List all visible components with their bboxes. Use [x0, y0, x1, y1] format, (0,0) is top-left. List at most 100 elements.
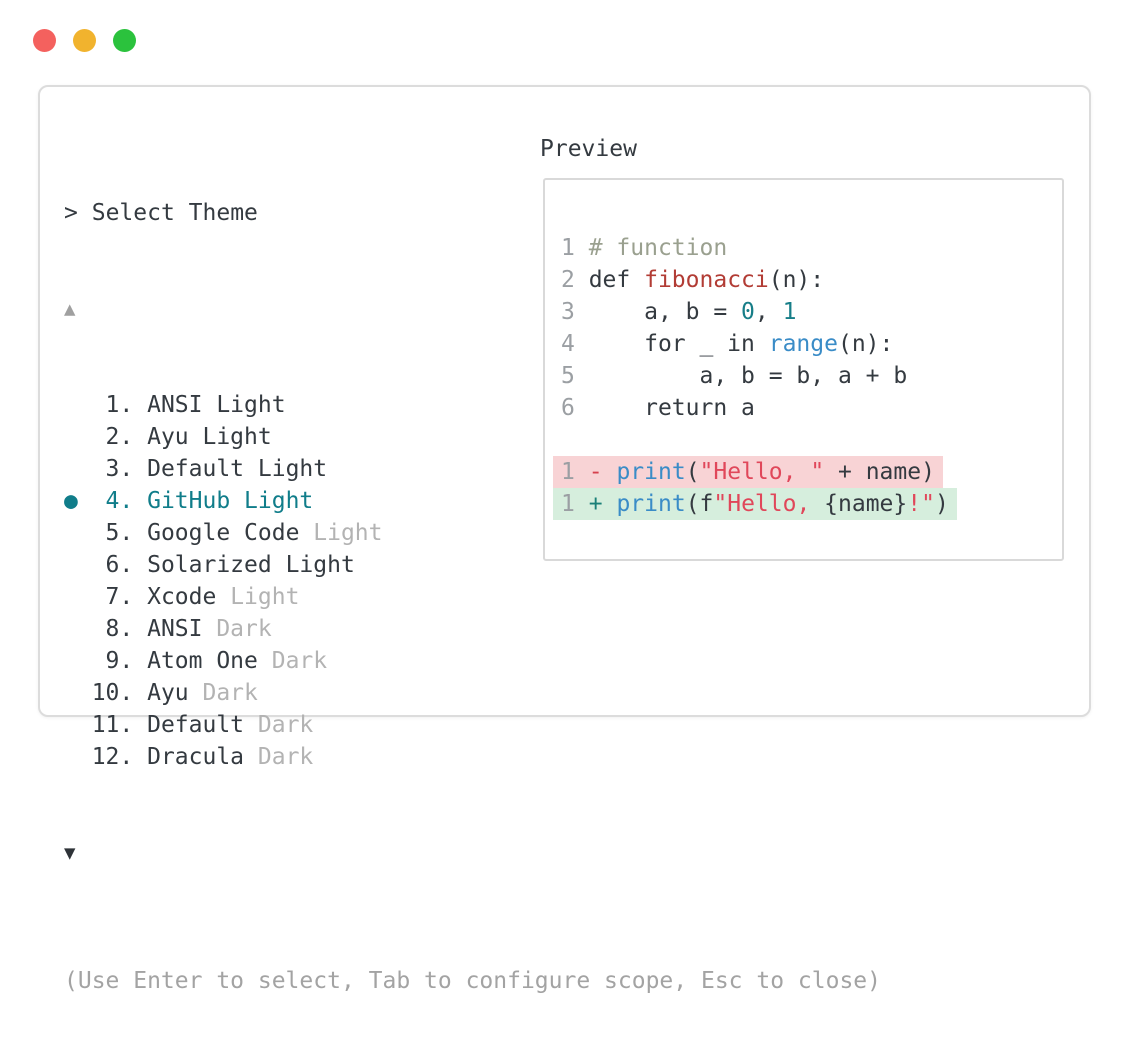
bullet-spacer [64, 680, 92, 706]
theme-list-item[interactable]: 12. Dracula Dark [64, 741, 881, 773]
theme-item-name: Default [147, 712, 245, 738]
bullet-spacer [64, 712, 92, 738]
bullet-spacer [64, 520, 92, 546]
token-func: fibonacci [644, 267, 769, 293]
preview-title: Preview [540, 136, 637, 162]
theme-item-variant: Light [202, 392, 286, 418]
token-plain: return a [574, 395, 755, 421]
theme-list-item[interactable]: 7. Xcode Light [64, 581, 881, 613]
token-plain [603, 491, 617, 517]
token-builtin: print [616, 491, 686, 517]
token-plain [603, 459, 617, 485]
token-lineno: 5 [561, 363, 575, 389]
theme-item-number: 3. [91, 456, 148, 482]
theme-list-item[interactable]: 6. Solarized Light [64, 549, 881, 581]
theme-item-name: Google Code [147, 520, 300, 546]
token-lineno: 4 [561, 331, 575, 357]
theme-item-name: Xcode [147, 584, 217, 610]
scroll-up-icon[interactable]: ▲ [64, 298, 76, 320]
token-lineno: 6 [561, 395, 575, 421]
token-plain [575, 235, 589, 261]
code-line: 5 a, b = b, a + b [561, 360, 1062, 392]
theme-list-item[interactable]: 2. Ayu Light [64, 421, 881, 453]
scroll-down-icon[interactable]: ▼ [64, 842, 76, 864]
theme-item-variant: Light [216, 584, 300, 610]
token-plain [575, 459, 589, 485]
theme-item-number: 10. [91, 680, 148, 706]
window-controls [33, 29, 153, 52]
code-line: 4 for _ in range(n): [561, 328, 1062, 360]
token-lineno: 1 [561, 459, 575, 485]
zoom-button[interactable] [113, 29, 136, 52]
token-plain: {name} [824, 491, 908, 517]
prompt-caret: > [64, 200, 78, 226]
token-string: "Hello, " [699, 459, 825, 485]
token-lineno: 1 [561, 491, 575, 517]
theme-item-variant: Light [230, 488, 314, 514]
diff-highlight: 1 + print(f"Hello, {name}!") [553, 488, 957, 520]
bullet-spacer [64, 552, 92, 578]
code-line: 3 a, b = 0, 1 [561, 296, 1062, 328]
theme-item-number: 7. [91, 584, 148, 610]
theme-list-item[interactable]: 9. Atom One Dark [64, 645, 881, 677]
theme-list-item[interactable]: 11. Default Dark [64, 709, 881, 741]
code-line: 2 def fibonacci(n): [561, 264, 1062, 296]
theme-item-name: Dracula [147, 744, 245, 770]
close-button[interactable] [33, 29, 56, 52]
token-number: 0 [741, 299, 755, 325]
token-comment: # function [588, 235, 728, 261]
token-plain: for _ in [574, 331, 769, 357]
bullet-spacer [64, 648, 92, 674]
bullet-spacer [64, 456, 92, 482]
diff-highlight: 1 - print("Hello, " + name) [553, 456, 943, 488]
prompt-row: > Select Theme [64, 197, 881, 229]
minimize-button[interactable] [73, 29, 96, 52]
diff-line-removed: 1 - print("Hello, " + name) [553, 456, 1062, 488]
theme-item-number: 1. [91, 392, 148, 418]
theme-item-variant: Dark [202, 616, 272, 642]
token-plain: a, b = b, a + b [574, 363, 908, 389]
theme-item-number: 2. [91, 424, 148, 450]
token-builtin: range [768, 331, 838, 357]
code-preview: 1 # function 2 def fibonacci(n):3 a, b = … [543, 178, 1064, 561]
token-plain: a, b = [574, 299, 742, 325]
theme-item-number: 5. [91, 520, 148, 546]
theme-item-name: Default [147, 456, 245, 482]
theme-item-name: Atom One [147, 648, 258, 674]
theme-item-name: Ayu [147, 680, 189, 706]
token-plain: def [574, 267, 645, 293]
token-plain: (f [685, 491, 714, 517]
token-lineno: 1 [561, 235, 575, 261]
theme-item-name: ANSI [147, 616, 203, 642]
theme-list-item[interactable]: 1. ANSI Light [64, 389, 881, 421]
theme-item-name: GitHub [147, 488, 231, 514]
theme-item-variant: Light [271, 552, 355, 578]
theme-list-item[interactable]: 5. Google Code Light [64, 517, 881, 549]
page-title: Select Theme [91, 200, 258, 226]
theme-item-name: Solarized [147, 552, 272, 578]
bullet-spacer [64, 584, 92, 610]
theme-item-number: 11. [91, 712, 148, 738]
theme-item-variant: Dark [188, 680, 258, 706]
theme-item-variant: Dark [244, 744, 314, 770]
token-string: "Hello, [713, 491, 825, 517]
theme-picker-panel: > Select Theme ▲ 1. ANSI Light 2. Ayu Li… [38, 85, 1091, 994]
code-line [561, 424, 1062, 456]
code-line: 6 return a [561, 392, 1062, 424]
theme-list-item[interactable]: 10. Ayu Dark [64, 677, 881, 709]
keyboard-hints: (Use Enter to select, Tab to configure s… [64, 968, 881, 994]
theme-list-item[interactable]: 3. Default Light [64, 453, 881, 485]
token-builtin: print [616, 459, 686, 485]
theme-item-variant: Dark [244, 712, 314, 738]
theme-item-variant: Light [299, 520, 383, 546]
theme-item-variant: Light [244, 456, 328, 482]
theme-item-name: ANSI [147, 392, 203, 418]
token-plain: (n): [837, 331, 894, 357]
theme-list-item[interactable]: 8. ANSI Dark [64, 613, 881, 645]
token-number: 1 [782, 299, 797, 325]
token-plain: ( [685, 459, 700, 485]
theme-list-item[interactable]: ● 4. GitHub Light [64, 485, 881, 517]
token-plus: + [588, 491, 603, 517]
bullet-spacer [64, 616, 92, 642]
token-plain: + name) [824, 459, 935, 485]
